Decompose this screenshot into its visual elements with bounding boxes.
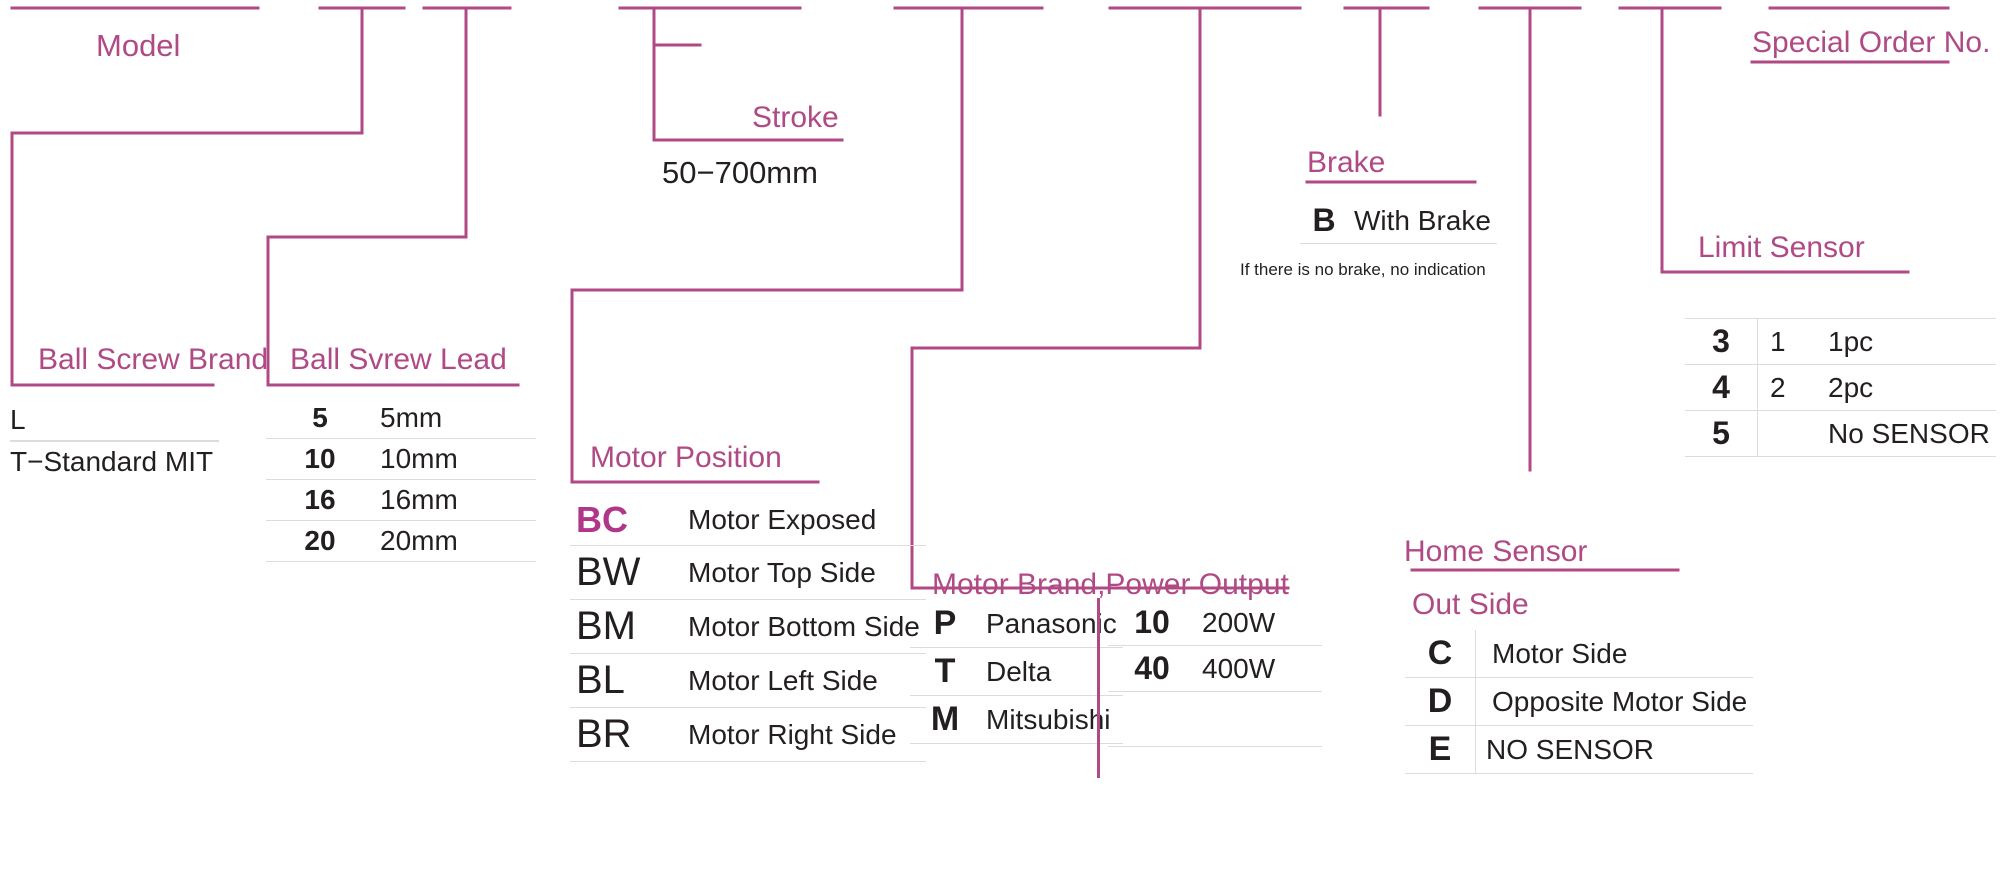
- motor-position-code: BR: [570, 707, 682, 762]
- motor-brand-code: P: [910, 600, 980, 648]
- motor-power-code: [1108, 691, 1196, 747]
- motor-position-code: BL: [570, 653, 682, 708]
- motor-power-table: 10 200W 40 400W: [1108, 600, 1322, 747]
- brake-desc: With Brake: [1348, 198, 1497, 244]
- table-row[interactable]: 5 No SENSOR: [1685, 410, 1996, 457]
- limit-sensor-qty: 2: [1757, 364, 1822, 411]
- motor-position-table: BC Motor Exposed BW Motor Top Side BM Mo…: [570, 495, 926, 762]
- table-row[interactable]: 10 200W: [1108, 600, 1322, 646]
- lead-code: 5: [266, 398, 374, 439]
- motor-brand-table: P Panasonic T Delta M Mitsubishi: [910, 600, 1123, 744]
- table-row[interactable]: 40 400W: [1108, 645, 1322, 692]
- table-row[interactable]: C Motor Side: [1405, 630, 1754, 678]
- lead-code: 16: [266, 479, 374, 521]
- home-sensor-desc: Motor Side: [1475, 630, 1754, 678]
- home-sensor-table: C Motor Side D Opposite Motor Side E NO …: [1405, 630, 1754, 774]
- table-row[interactable]: BW Motor Top Side: [570, 545, 926, 600]
- table-row[interactable]: 5 5mm: [266, 398, 536, 439]
- brake-table: B With Brake: [1300, 198, 1497, 244]
- table-row[interactable]: D Opposite Motor Side: [1405, 677, 1754, 726]
- motor-brand-desc: Mitsubishi: [980, 695, 1123, 744]
- special-order-label: Special Order No.: [1752, 26, 1991, 59]
- lead-desc: 16mm: [374, 479, 536, 521]
- motor-position-desc: Motor Bottom Side: [682, 599, 926, 654]
- table-row[interactable]: 4 2 2pc: [1685, 364, 1996, 411]
- table-row[interactable]: 3 1 1pc: [1685, 318, 1996, 365]
- motor-position-code: BM: [570, 599, 682, 654]
- table-row[interactable]: M Mitsubishi: [910, 695, 1123, 744]
- table-row[interactable]: BL Motor Left Side: [570, 653, 926, 708]
- table-row[interactable]: P Panasonic: [910, 600, 1123, 648]
- limit-sensor-qty: 1: [1757, 318, 1822, 365]
- table-row[interactable]: BM Motor Bottom Side: [570, 599, 926, 654]
- home-sensor-code: E: [1405, 725, 1476, 774]
- ball-screw-lead-table: 5 5mm 10 10mm 16 16mm 20 20mm: [266, 398, 536, 562]
- table-row[interactable]: BC Motor Exposed: [570, 495, 926, 546]
- ball-screw-brand-label: Ball Screw Brand: [38, 343, 269, 376]
- motor-position-desc: Motor Exposed: [682, 495, 926, 546]
- lead-code: 20: [266, 520, 374, 562]
- motor-position-code: BC: [570, 495, 682, 546]
- motor-power-desc: [1196, 691, 1322, 747]
- motor-power-code: 10: [1108, 600, 1196, 646]
- motor-brand-power-label: Motor Brand,Power Output: [932, 568, 1289, 601]
- table-row[interactable]: L: [10, 400, 220, 442]
- motor-brand-desc: Panasonic: [980, 600, 1123, 648]
- limit-sensor-desc: No SENSOR: [1822, 410, 1996, 457]
- brake-label: Brake: [1307, 146, 1386, 179]
- home-sensor-desc: NO SENSOR: [1475, 725, 1754, 774]
- table-row[interactable]: T Delta: [910, 647, 1123, 696]
- motor-power-desc: 400W: [1196, 645, 1322, 692]
- home-sensor-code: D: [1405, 677, 1476, 726]
- brand-code: L: [10, 400, 220, 442]
- brand-desc: T−Standard MIT: [10, 446, 214, 477]
- motor-brand-desc: Delta: [980, 647, 1123, 696]
- table-row[interactable]: 16 16mm: [266, 479, 536, 521]
- limit-sensor-desc: 2pc: [1822, 364, 1996, 411]
- brake-note: If there is no brake, no indication: [1240, 260, 1486, 279]
- lead-desc: 10mm: [374, 438, 536, 480]
- motor-position-label: Motor Position: [590, 441, 782, 474]
- limit-sensor-label: Limit Sensor: [1698, 231, 1865, 264]
- model-label: Model: [96, 28, 181, 63]
- home-sensor-label: Home Sensor: [1404, 535, 1588, 568]
- home-sensor-code: C: [1405, 630, 1476, 678]
- limit-sensor-qty: [1757, 410, 1822, 457]
- table-row[interactable]: E NO SENSOR: [1405, 725, 1754, 774]
- limit-sensor-code: 4: [1685, 364, 1758, 411]
- motor-position-code: BW: [570, 545, 682, 600]
- motor-position-desc: Motor Left Side: [682, 653, 926, 708]
- motor-brand-power-divider: [1097, 598, 1100, 778]
- table-row[interactable]: B With Brake: [1300, 198, 1497, 244]
- motor-brand-code: M: [910, 695, 980, 744]
- motor-power-code: 40: [1108, 645, 1196, 692]
- motor-position-desc: Motor Top Side: [682, 545, 926, 600]
- home-sensor-desc: Opposite Motor Side: [1475, 677, 1754, 726]
- ball-screw-brand-table: L T−Standard MIT: [10, 400, 220, 482]
- brake-code: B: [1300, 198, 1348, 244]
- limit-sensor-desc: 1pc: [1822, 318, 1996, 365]
- ball-screw-lead-label: Ball Svrew Lead: [290, 343, 507, 376]
- limit-sensor-table: 3 1 1pc 4 2 2pc 5 No SENSOR: [1685, 318, 1996, 457]
- limit-sensor-code: 3: [1685, 318, 1758, 365]
- lead-code: 10: [266, 438, 374, 480]
- table-row[interactable]: [1108, 691, 1322, 747]
- stroke-label: Stroke: [752, 101, 839, 134]
- table-row[interactable]: T−Standard MIT: [10, 441, 219, 482]
- home-sensor-sublabel: Out Side: [1412, 588, 1529, 621]
- lead-desc: 20mm: [374, 520, 536, 562]
- motor-position-desc: Motor Right Side: [682, 707, 926, 762]
- table-row[interactable]: 10 10mm: [266, 438, 536, 480]
- limit-sensor-code: 5: [1685, 410, 1758, 457]
- motor-power-desc: 200W: [1196, 600, 1322, 646]
- stroke-value: 50−700mm: [662, 155, 818, 190]
- motor-brand-code: T: [910, 647, 980, 696]
- table-row[interactable]: 20 20mm: [266, 520, 536, 562]
- lead-desc: 5mm: [374, 398, 536, 439]
- table-row[interactable]: BR Motor Right Side: [570, 707, 926, 762]
